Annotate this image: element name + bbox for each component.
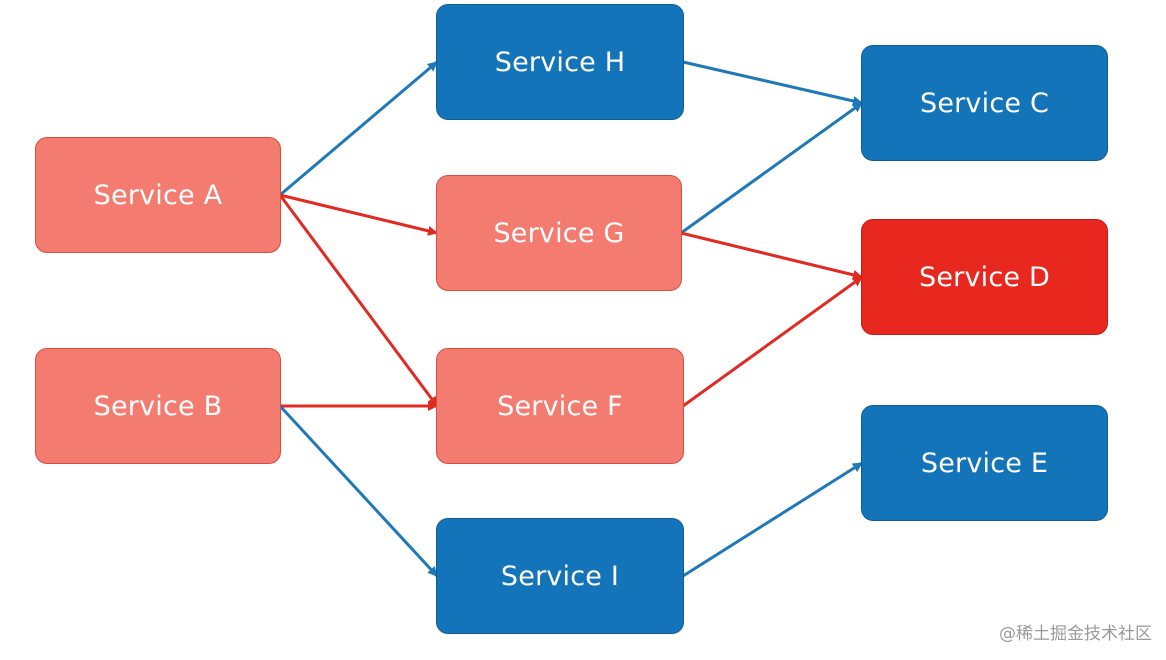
node-service-a: Service A (35, 137, 281, 253)
node-service-d: Service D (861, 219, 1108, 335)
watermark: @稀土掘金技术社区 (999, 624, 1152, 644)
edge-g-to-d (680, 231, 863, 280)
node-service-i: Service I (436, 518, 684, 634)
node-service-g: Service G (436, 175, 682, 291)
edge-a-to-h (279, 60, 438, 197)
edge-a-to-f (278, 194, 439, 407)
node-service-h: Service H (436, 4, 684, 120)
edge-f-to-d (682, 275, 863, 408)
edge-a-to-g (279, 193, 438, 236)
node-label: Service F (497, 390, 623, 422)
node-label: Service E (920, 447, 1049, 479)
edge-g-to-c (680, 101, 863, 235)
node-label: Service D (919, 261, 1050, 293)
node-service-e: Service E (861, 405, 1108, 521)
node-label: Service C (919, 87, 1050, 119)
edge-h-to-c (682, 60, 863, 106)
node-label: Service A (93, 179, 223, 211)
node-label: Service H (494, 46, 626, 78)
node-service-b: Service B (35, 348, 281, 464)
node-label: Service B (93, 390, 223, 422)
node-label: Service I (500, 560, 620, 592)
edge-i-to-e (682, 461, 863, 578)
node-service-c: Service C (861, 45, 1108, 161)
node-label: Service G (493, 217, 625, 249)
node-service-f: Service F (436, 348, 684, 464)
edge-b-to-i (278, 404, 439, 578)
